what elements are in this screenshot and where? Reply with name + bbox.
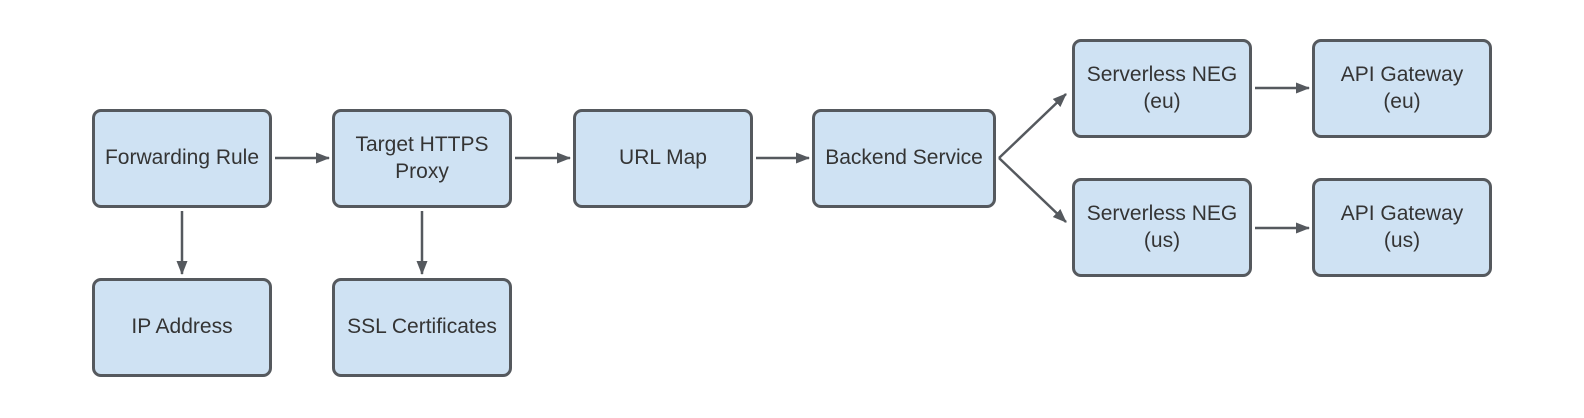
edge-backend-service-to-serverless-neg-us (998, 157, 1067, 223)
node-url-map: URL Map (573, 109, 753, 208)
node-target-https-proxy-label: Target HTTPS Proxy (355, 133, 489, 183)
node-serverless-neg-eu: Serverless NEG (eu) (1072, 39, 1252, 138)
node-ip-address-label: IP Address (131, 315, 233, 339)
node-target-https-proxy: Target HTTPS Proxy (332, 109, 512, 208)
node-api-gateway-us-label: API Gateway (us) (1340, 202, 1464, 252)
node-forwarding-rule-label: Forwarding Rule (104, 146, 260, 170)
node-ssl-certificates: SSL Certificates (332, 278, 512, 377)
node-backend-service: Backend Service (812, 109, 996, 208)
node-url-map-label: URL Map (619, 146, 707, 170)
node-serverless-neg-us-label: Serverless NEG (us) (1086, 202, 1238, 252)
node-serverless-neg-us: Serverless NEG (us) (1072, 178, 1252, 277)
node-serverless-neg-eu-label: Serverless NEG (eu) (1086, 63, 1238, 113)
node-api-gateway-us: API Gateway (us) (1312, 178, 1492, 277)
edge-backend-service-to-serverless-neg-eu (998, 93, 1067, 159)
node-backend-service-label: Backend Service (825, 146, 983, 170)
node-ip-address: IP Address (92, 278, 272, 377)
node-api-gateway-eu-label: API Gateway (eu) (1340, 63, 1464, 113)
node-ssl-certificates-label: SSL Certificates (347, 315, 497, 339)
node-forwarding-rule: Forwarding Rule (92, 109, 272, 208)
node-api-gateway-eu: API Gateway (eu) (1312, 39, 1492, 138)
